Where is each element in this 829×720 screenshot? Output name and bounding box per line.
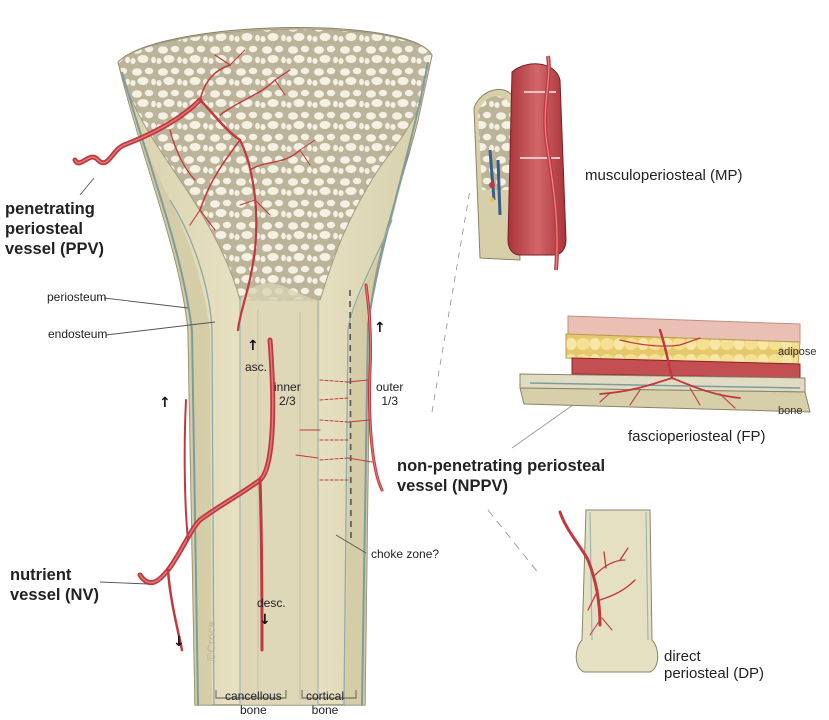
main-vessels bbox=[72, 49, 384, 652]
dp-label-line1: direct bbox=[664, 648, 701, 665]
ppv-label-line3: vessel (PPV) bbox=[5, 239, 105, 258]
nv-label-line1: nutrient bbox=[10, 566, 72, 584]
adipose-label: adipose bbox=[778, 346, 817, 358]
dp-label-line2: periosteal (DP) bbox=[664, 665, 765, 683]
mp-label: musculoperiosteal (MP) bbox=[585, 167, 743, 184]
arrow-up-icon: ↑ bbox=[159, 395, 171, 411]
dp-label: direct periosteal (DP) bbox=[664, 648, 764, 683]
dp-illustration bbox=[558, 509, 659, 673]
mp-illustration bbox=[473, 55, 567, 271]
inner-label-line2: 2/3 bbox=[279, 393, 296, 408]
nv-label-line2: vessel (NV) bbox=[10, 585, 99, 604]
nppv-label-line2: vessel (NPPV) bbox=[397, 476, 508, 495]
arrow-down-icon: ↓ bbox=[173, 634, 185, 650]
nv-label: nutrient vessel (NV) bbox=[10, 566, 99, 606]
outer-label-line2: 1/3 bbox=[381, 393, 399, 408]
periosteum-label: periosteum bbox=[47, 290, 107, 304]
cancellous-line1: cancellous bbox=[225, 689, 282, 703]
desc-label: desc. bbox=[257, 596, 286, 610]
main-bone bbox=[117, 26, 433, 706]
fp-illustration bbox=[519, 315, 811, 413]
inner-label-line1: inner bbox=[274, 380, 301, 394]
ppv-label-line1: penetrating bbox=[5, 200, 95, 218]
outer-label-line1: outer bbox=[376, 380, 404, 394]
outer-label: outer 1/3 bbox=[376, 380, 404, 409]
arrow-down-icon: ↓ bbox=[259, 612, 271, 628]
fp-label: fascioperiosteal (FP) bbox=[628, 428, 766, 445]
leader-lines bbox=[79, 177, 581, 699]
arrow-up-icon: ↑ bbox=[247, 338, 259, 354]
cortical-line1: cortical bbox=[306, 689, 345, 703]
artist-credit: ©Croce bbox=[206, 620, 218, 661]
nppv-label-line1: non-penetrating periosteal bbox=[397, 457, 606, 475]
nppv-label: non-penetrating periosteal vessel (NPPV) bbox=[397, 457, 605, 497]
cortical-line2: bone bbox=[311, 702, 339, 717]
arrow-up-icon: ↑ bbox=[374, 320, 386, 336]
cancellous-bone-label: cancellous bone bbox=[225, 689, 282, 718]
inner-label: inner 2/3 bbox=[274, 380, 301, 409]
endosteum-label: endosteum bbox=[48, 327, 108, 341]
cortical-bone-label: cortical bone bbox=[306, 689, 345, 718]
bone-small-label: bone bbox=[778, 405, 803, 417]
cancellous-line2: bone bbox=[240, 702, 267, 717]
choke-zone-label: choke zone? bbox=[371, 547, 440, 561]
ppv-label: penetrating periosteal vessel (PPV) bbox=[5, 200, 104, 259]
ppv-label-line2: periosteal bbox=[5, 219, 83, 238]
asc-label: asc. bbox=[245, 360, 268, 374]
